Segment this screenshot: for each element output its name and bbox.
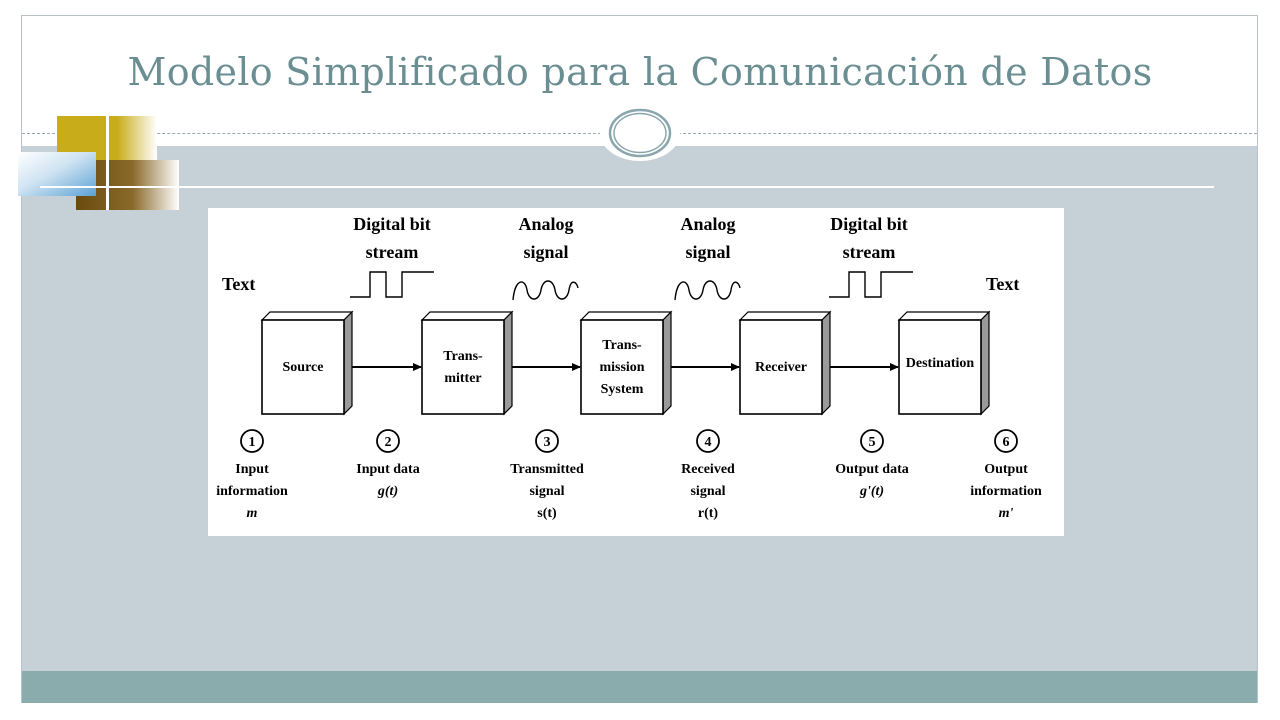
stage-1-number: 1 (249, 435, 256, 450)
stage-6-line3: m' (999, 506, 1014, 521)
signal-label-1-line2: stream (366, 242, 419, 262)
stage-2-number: 2 (385, 435, 392, 450)
stage-1-line3: m (247, 506, 258, 521)
stage-5-number: 5 (869, 435, 876, 450)
stage-6-line1: Output (984, 462, 1028, 477)
footer-band (22, 671, 1257, 703)
stage-1: 1 Input information m (216, 429, 288, 521)
stage-4: 4 Received signal r(t) (681, 429, 735, 521)
digital-waveform-1 (350, 271, 434, 298)
stage-1-line1: Input (235, 462, 269, 477)
page-title: Modelo Simplificado para la Comunicación… (127, 50, 1153, 94)
right-text-label: Text (986, 274, 1019, 294)
content-rule (62, 186, 1214, 188)
block-transmission-line2: mission (599, 360, 644, 375)
circle-emblem-icon (600, 105, 680, 161)
stage-6-line2: information (970, 484, 1042, 499)
block-transmission-line3: System (601, 382, 644, 397)
stage-1-line2: information (216, 484, 288, 499)
stage-4-line2: signal (690, 484, 725, 499)
signal-label-4-line2: stream (843, 242, 896, 262)
stage-4-number: 4 (705, 435, 712, 450)
stage-2: 2 Input data g(t) (356, 429, 420, 499)
stage-2-line1: Input data (356, 462, 419, 477)
analog-waveform-2 (674, 280, 741, 301)
stage-3: 3 Transmitted signal s(t) (510, 429, 584, 521)
stage-3-line3: s(t) (537, 506, 557, 521)
signal-label-3-line1: Analog (680, 214, 735, 234)
signal-label-3-line2: signal (685, 242, 730, 262)
block-source: Source (260, 310, 354, 416)
block-source-label: Source (283, 360, 324, 375)
block-receiver: Receiver (738, 310, 832, 416)
stage-4-line3: r(t) (698, 506, 719, 521)
stage-5-line2: g'(t) (859, 484, 884, 499)
block-destination: Destination (897, 310, 991, 416)
stage-6: 6 Output information m' (970, 429, 1042, 521)
stage-5-line1: Output data (835, 462, 909, 477)
stage-4-line1: Received (681, 462, 735, 477)
block-transmission-system: Trans- mission System (579, 310, 673, 416)
signal-label-4-line1: Digital bit (830, 214, 908, 234)
block-transmitter-line2: mitter (444, 371, 481, 386)
block-transmission-line1: Trans- (602, 338, 642, 353)
analog-waveform-1 (512, 280, 579, 301)
stage-3-number: 3 (544, 435, 551, 450)
block-receiver-label: Receiver (755, 360, 807, 375)
diagram-canvas: Text Text Digital bit stream Analog sign… (216, 214, 1042, 521)
communication-model-diagram: Text Text Digital bit stream Analog sign… (208, 208, 1064, 536)
stage-2-line2: g(t) (377, 484, 398, 499)
stage-6-number: 6 (1003, 435, 1010, 450)
signal-label-1-line1: Digital bit (353, 214, 431, 234)
left-text-label: Text (222, 274, 255, 294)
stage-5: 5 Output data g'(t) (835, 429, 909, 499)
block-destination-label: Destination (906, 356, 975, 371)
block-transmitter: Trans- mitter (420, 310, 514, 416)
signal-label-2-line1: Analog (518, 214, 573, 234)
stage-3-line2: signal (529, 484, 564, 499)
stage-3-line1: Transmitted (510, 462, 584, 477)
block-transmitter-line1: Trans- (443, 349, 483, 364)
decorative-squares (18, 100, 180, 210)
digital-waveform-2 (829, 271, 913, 298)
signal-label-2-line2: signal (523, 242, 568, 262)
